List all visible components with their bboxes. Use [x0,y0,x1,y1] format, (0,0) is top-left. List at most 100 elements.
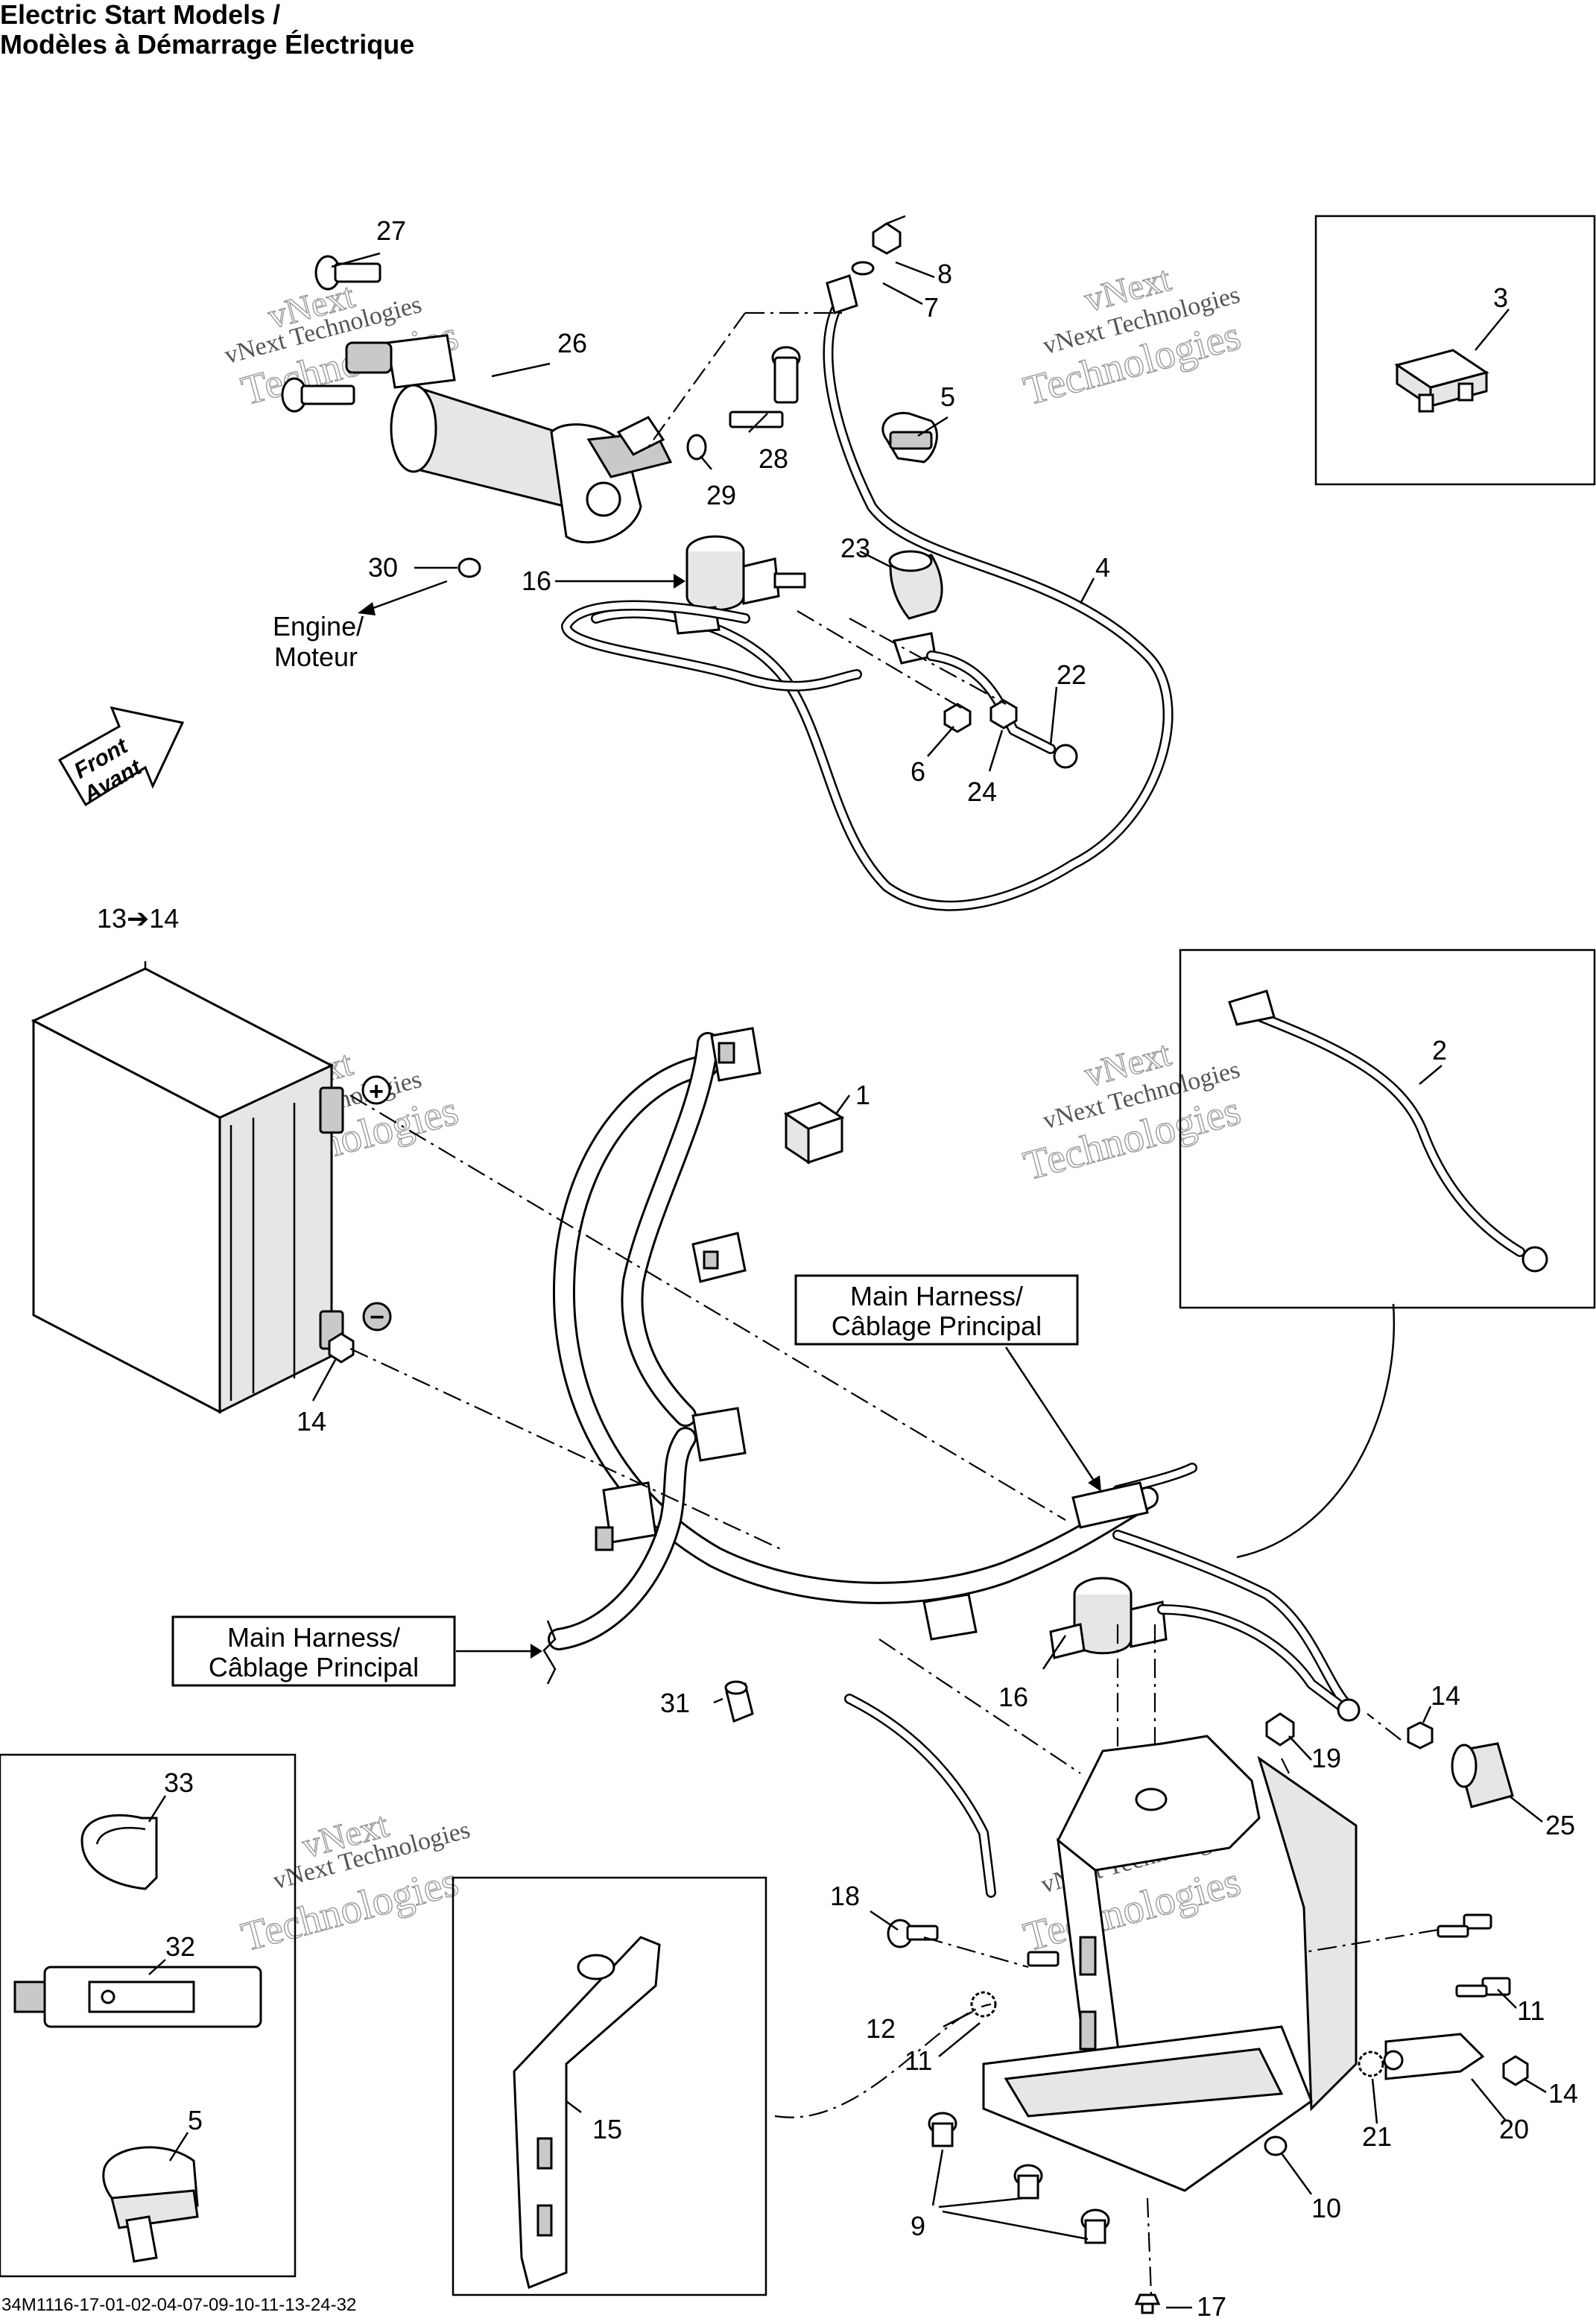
inset-frame-fuse [1314,215,1596,486]
leader-3 [1475,308,1510,351]
inset-frame-ground-cable [1179,949,1596,1309]
leader-28 [748,413,768,433]
engine-arrow [364,580,448,612]
clip-5-inset [102,2146,199,2263]
harness-connector-lower [691,1407,747,1462]
leader-31 [713,1697,723,1704]
bracket-15 [513,1936,661,2290]
leader-22 [1049,686,1058,746]
callout-8: 8 [937,259,952,289]
inset-frame-accessories [0,1753,297,2278]
callout-13-14: 13➔14 [97,903,179,934]
cablage-principal-label-mid: Câblage Principal [832,1311,1042,1341]
leader-8 [895,261,935,279]
ground-cable-2 [1228,989,1548,1273]
leader-4 [1079,577,1095,604]
lockwasher-12 [970,1991,997,2018]
harness-connector-left [595,1481,657,1551]
callout-33: 33 [164,1767,194,1798]
leader-14-right [1422,1706,1432,1723]
harness-arrowhead-left [531,1644,542,1659]
battery-minus-symbol [362,1302,392,1332]
bolt-11-upper [1437,1913,1492,1938]
lockwasher-21 [1358,2051,1384,2077]
leader-8-stub [886,215,906,225]
leader-16-arrowhead [674,574,685,589]
ground-strap-20 [1383,2033,1485,2080]
washer-30 [457,557,481,578]
harness-break-mark [542,1620,557,1685]
dashline-top-3 [797,610,962,709]
starter-motor-26 [345,334,673,544]
leader-5-top [917,416,949,437]
bolt-lower [281,377,355,413]
dashline-battery-plus [349,1095,1066,1521]
leader-2 [1419,1065,1443,1085]
engine-label: Engine/ [273,611,364,642]
dashline-lower [878,1638,1081,1774]
title-line-1: Electric Start Models / [0,0,281,30]
callout-14-right: 14 [1431,1680,1460,1711]
leader-12 [943,2010,973,2028]
leader-11-right [1497,1989,1517,2009]
washer-7 [851,261,875,276]
callout-26: 26 [557,328,587,358]
clip-5-top [881,411,938,463]
washer-29 [686,434,707,460]
moteur-label: Moteur [274,642,358,672]
title-line-2: Modèles à Démarrage Électrique [0,29,415,60]
callout-10: 10 [1311,2193,1341,2223]
callout-4: 4 [1095,552,1110,583]
watermark-2: vNext Technologies vNext Technologies [1019,259,1246,415]
fuse-3 [1394,349,1489,413]
callout-12: 12 [866,2013,896,2044]
dashline-battery-minus [349,1348,783,1551]
callout-9: 9 [911,2211,925,2241]
dashline-19 [1281,1758,1290,1774]
callout-15: 15 [592,2114,622,2144]
fuse-holder-25 [1451,1742,1514,1808]
bolt-11-left [1027,1951,1060,1967]
main-harness-box-mid [794,1274,1079,1346]
dashline-top-1 [647,312,746,448]
callout-19: 19 [1311,1743,1341,1773]
leader-23 [859,550,890,568]
dashline-18 [923,1936,1029,1969]
leader-11-left [938,2022,981,2057]
callout-3: 3 [1493,282,1508,313]
callout-2: 2 [1432,1035,1447,1065]
leader-16-mid [1042,1635,1067,1670]
dashline-17 [1146,2197,1153,2296]
leader-9a [931,2149,944,2206]
leader-6 [927,726,954,757]
callout-29: 29 [706,480,736,510]
bracket-to-tray-curve [774,2003,992,2118]
engine-arrowhead [358,602,376,615]
leader-27 [331,252,381,268]
leader-1 [835,1095,851,1115]
footer-part-code: 34M1116-17-01-02-04-07-09-10-11-13-24-32 [1,2295,357,2315]
battery-tray-10 [982,1735,1358,2192]
dashline-top-4 [849,618,1007,705]
harness-connector-mid [691,1232,747,1283]
callout-24: 24 [967,776,997,807]
callout-30: 30 [368,552,398,583]
main-harness [548,1032,1354,1898]
callout-32: 32 [165,1931,195,1962]
callout-18: 18 [830,1881,860,1911]
callout-11-left: 11 [905,2045,932,2076]
callout-14-battery: 14 [297,1406,326,1437]
callout-5-top: 5 [940,381,955,412]
harness-cable-right [1157,1604,1361,1722]
front-arrow: Front Avant [57,706,185,808]
bolt-28 [729,346,801,428]
dashline-14-right [1367,1713,1402,1741]
starter-cable-loop [561,600,862,691]
bolt-18 [887,1919,939,1948]
callout-14-lower: 14 [1548,2078,1578,2109]
leader-10 [1280,2153,1313,2195]
battery-13 [31,967,344,1414]
callout-6: 6 [911,756,925,787]
grommet-9a [928,2112,957,2147]
